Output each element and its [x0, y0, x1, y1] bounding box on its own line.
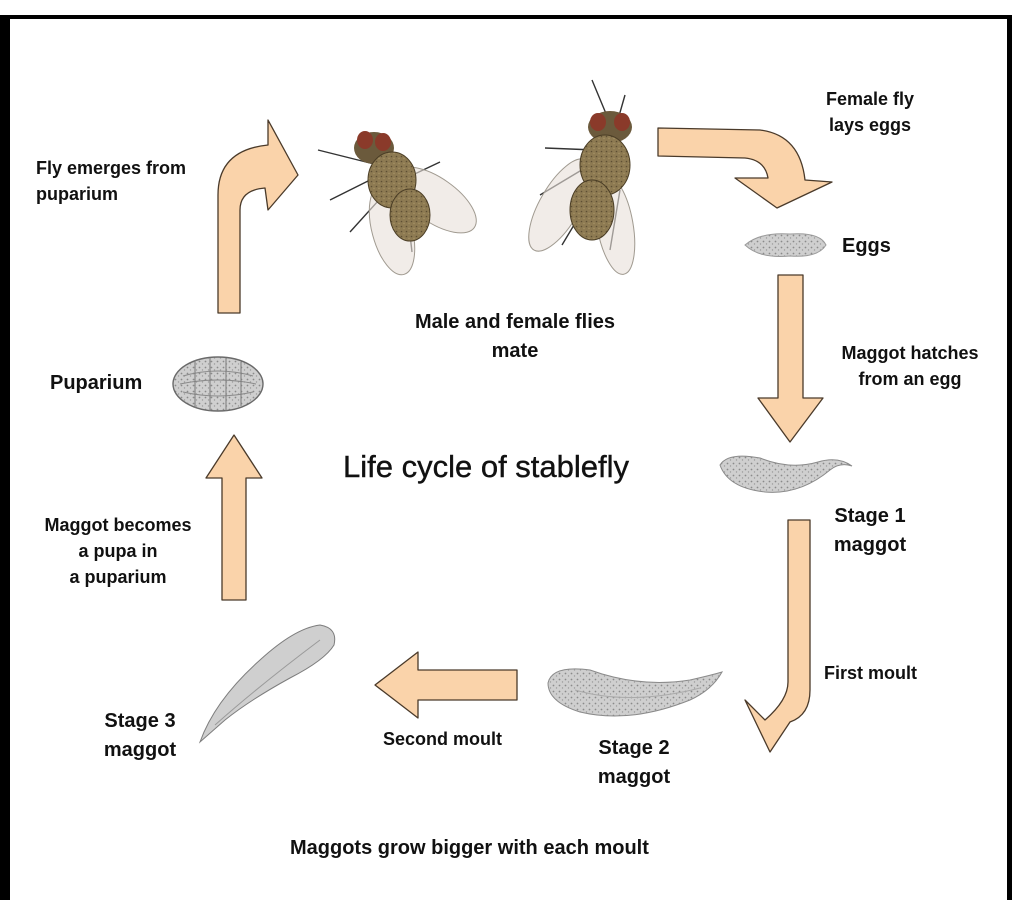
diagram-title: Life cycle of stablefly — [343, 445, 629, 490]
puparium-label: Puparium — [50, 369, 142, 398]
stage3-line1: Stage 3 — [85, 707, 195, 736]
second-moult-label: Second moult — [383, 726, 502, 752]
emerges-line2: puparium — [36, 181, 232, 207]
emerges-line1: Fly emerges from — [36, 155, 232, 181]
stage1-label: Stage 1 maggot — [815, 502, 925, 560]
stage3-maggot-icon — [200, 625, 335, 742]
stage1-line1: Stage 1 — [815, 502, 925, 531]
arrow-second-moult — [375, 652, 517, 718]
arrow-hatches — [758, 275, 823, 442]
becomes-pupa-label: Maggot becomes a pupa in a puparium — [18, 512, 218, 590]
becomes-pupa-line2: a pupa in — [18, 538, 218, 564]
arrow-emerges — [218, 120, 298, 313]
eggs-icon — [745, 234, 826, 257]
hatches-line2: from an egg — [820, 366, 1000, 392]
becomes-pupa-line1: Maggot becomes — [18, 512, 218, 538]
stage3-line2: maggot — [85, 736, 195, 765]
frame-left-border — [0, 15, 10, 900]
lays-eggs-label: Female fly lays eggs — [800, 86, 940, 138]
female-fly-icon — [517, 80, 642, 277]
lays-eggs-line2: lays eggs — [800, 112, 940, 138]
arrow-lays-eggs — [658, 128, 832, 208]
frame-right-border — [1007, 15, 1012, 900]
becomes-pupa-line3: a puparium — [18, 564, 218, 590]
frame-top-border — [0, 15, 1012, 19]
eggs-label: Eggs — [842, 232, 891, 261]
stage2-label: Stage 2 maggot — [584, 734, 684, 792]
first-moult-label: First moult — [824, 660, 917, 686]
mate-label: Male and female flies mate — [380, 308, 650, 366]
stage1-maggot-icon — [720, 456, 852, 492]
stage2-maggot-icon — [548, 669, 722, 716]
hatches-line1: Maggot hatches — [820, 340, 1000, 366]
hatches-label: Maggot hatches from an egg — [820, 340, 1000, 392]
male-fly-icon — [318, 131, 487, 280]
lays-eggs-line1: Female fly — [800, 86, 940, 112]
emerges-label: Fly emerges from puparium — [36, 155, 232, 207]
stage3-label: Stage 3 maggot — [85, 707, 195, 765]
mate-label-line1: Male and female flies — [380, 308, 650, 337]
stage2-line2: maggot — [584, 763, 684, 792]
stage2-line1: Stage 2 — [584, 734, 684, 763]
diagram-caption: Maggots grow bigger with each moult — [290, 834, 649, 863]
arrow-first-moult — [745, 520, 810, 752]
stage1-line2: maggot — [815, 531, 925, 560]
puparium-icon — [173, 357, 263, 411]
mate-label-line2: mate — [380, 337, 650, 366]
